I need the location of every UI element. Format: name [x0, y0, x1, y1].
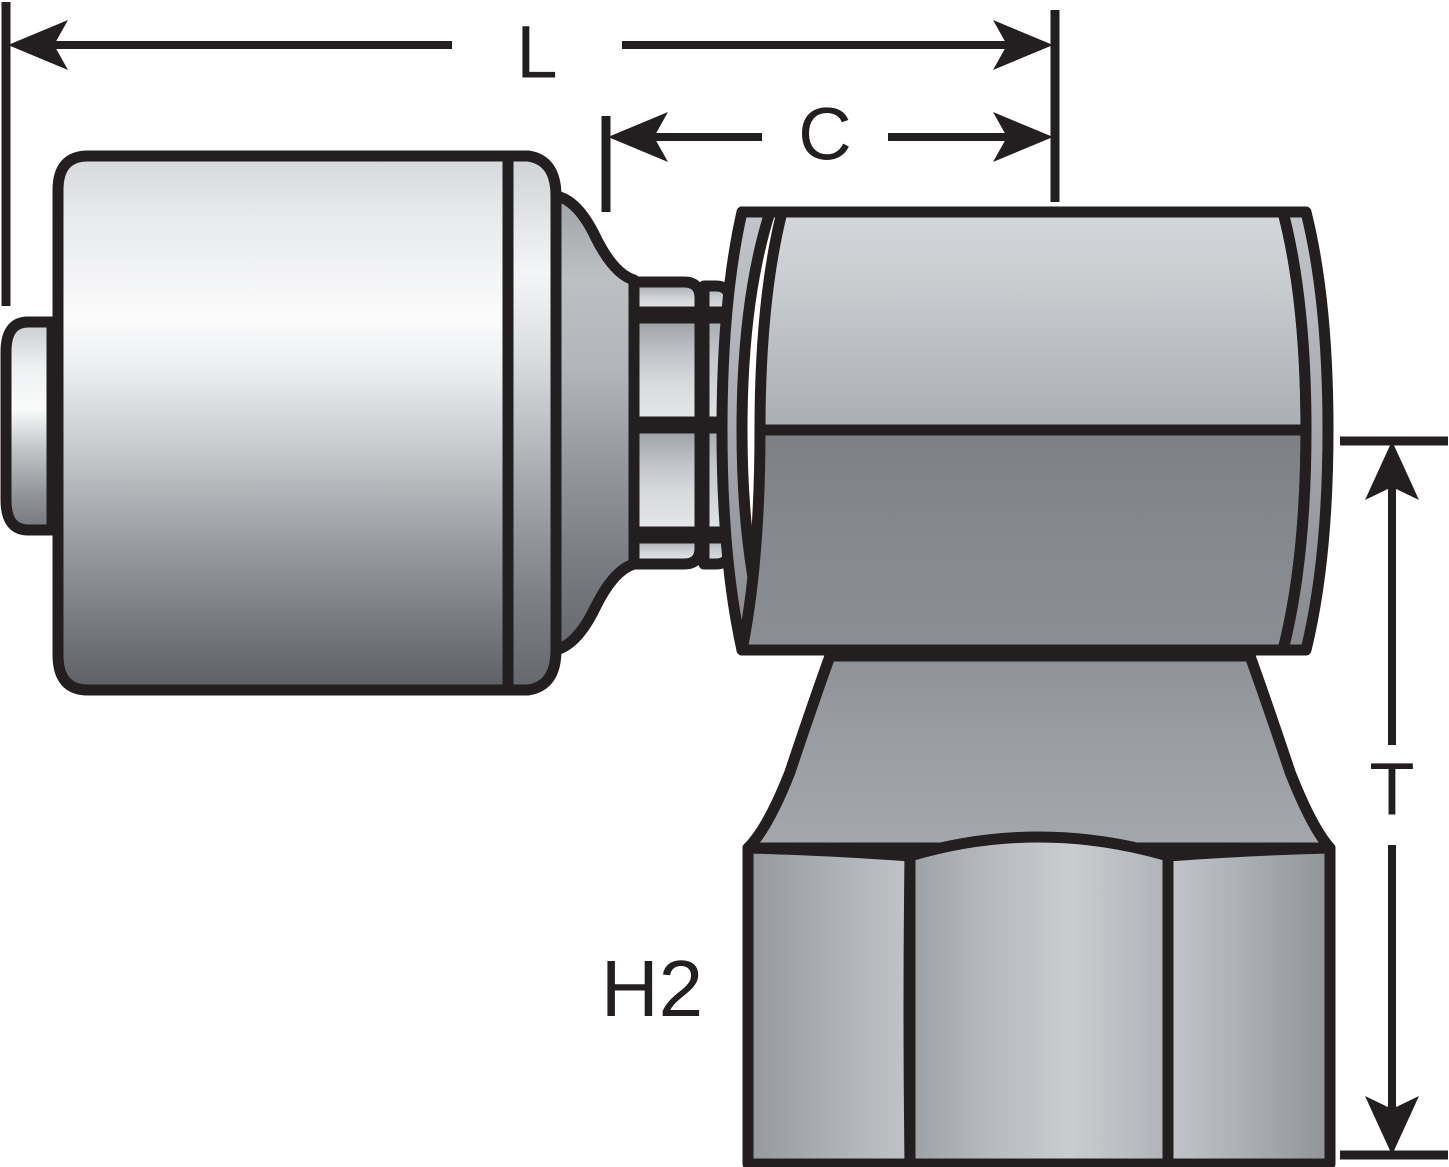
- hex-stem-panel-left-upper: [628, 312, 706, 428]
- hex-nut-facet-left: [742, 842, 916, 1167]
- crimp-collar-end-cap: [502, 150, 562, 696]
- hex-stem-panel-left-top: [628, 276, 706, 318]
- dimension-arrow-C: [608, 112, 1053, 162]
- nut-taper: [742, 650, 1336, 854]
- dimension-arrow-L: [8, 20, 1053, 70]
- hex-nut-facet-center: [904, 831, 1174, 1167]
- hose-stub: [0, 316, 58, 536]
- collar-taper: [550, 190, 640, 656]
- dimension-label-L: L: [516, 11, 557, 94]
- elbow-body-lower: [736, 424, 1312, 656]
- hex-nut-facet-right: [1162, 842, 1336, 1167]
- fitting-assembly: [0, 150, 1336, 1167]
- dimension-label-T: T: [1369, 748, 1414, 831]
- hex-stem-panel-left-bottom: [628, 532, 706, 570]
- dimension-label-C: C: [798, 93, 851, 176]
- elbow-body-upper: [736, 206, 1312, 436]
- crimp-collar: [52, 150, 514, 696]
- dimension-label-H2: H2: [601, 944, 703, 1033]
- dimension-arrow-T: [1365, 441, 1419, 1155]
- hex-stem-panel-left-lower: [628, 422, 706, 538]
- elbow-body-rim-right: [1277, 206, 1334, 656]
